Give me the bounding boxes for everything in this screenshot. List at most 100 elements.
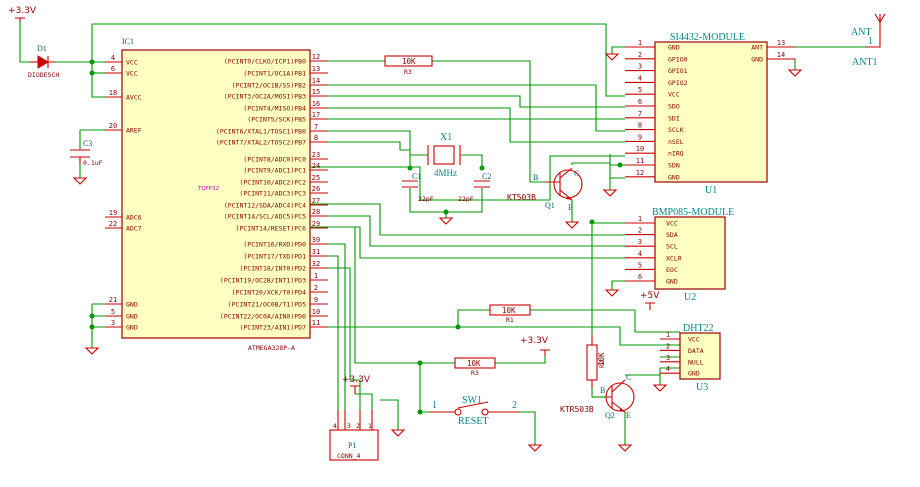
power-3v3-conn: +3.3V — [342, 375, 371, 394]
ic1-left-pins: 4VCC6VCC18AVCC20AREF19ADC622ADC721GND5GN… — [105, 54, 142, 332]
value-label: 10K — [402, 57, 416, 66]
pin-2: 2(PCINT20/XCK/T0)PD4 — [232, 284, 328, 297]
transistor-q2: B C E KTR503B Q2 — [560, 373, 635, 420]
pin-name: (PCINT23/AIN1)PD7 — [239, 324, 306, 332]
power-label: +3.3V — [8, 6, 37, 16]
ref-label: P1 — [348, 441, 356, 450]
value-label: 22pF — [418, 195, 434, 203]
pin-name: (PCINT16/RXD)PD0 — [243, 241, 306, 249]
pin-32: 32(PCINT18/INT0)PD2 — [239, 260, 328, 273]
pin-name: GND — [666, 278, 678, 286]
pin-number: 31 — [312, 248, 320, 256]
module-title: DHT22 — [683, 323, 714, 334]
pin-number: 2 — [666, 342, 670, 350]
pin-name: (PCINT7/XTAL2/TOSC2)PB7 — [216, 139, 306, 147]
pin-name: GND — [751, 56, 763, 64]
pin-number: 23 — [312, 151, 320, 159]
ref-label: R2 — [598, 360, 606, 368]
pin-13: 13(PCINT1/OC1A)PB1 — [243, 65, 328, 78]
value-label: 22pF — [458, 195, 474, 203]
pin-1: 1 — [368, 422, 372, 430]
pin-name: SDA — [666, 231, 678, 239]
pin-name: (PCINT19/OC2B/INT1)PD3 — [220, 277, 306, 285]
pin-number: 22 — [109, 220, 117, 228]
pin-number: 12 — [312, 53, 320, 61]
pin-name: VCC — [666, 220, 678, 228]
pin-27: 27(PCINT12/SDA/ADC4)PC4 — [224, 197, 328, 210]
u1-left-pins: 1GND2GPIO03GPIO14GPIO25VCC6SDO7SDI8SCLK9… — [625, 39, 688, 181]
antenna: ANT 1 ANT1 — [851, 13, 886, 68]
pin-name: DATA — [688, 347, 704, 355]
pin-number: 5 — [638, 86, 642, 94]
ref-label: X1 — [440, 132, 452, 143]
pin-number: 2 — [314, 284, 318, 292]
pin-3: 3 — [347, 422, 351, 430]
pin-e: E — [568, 203, 573, 212]
pin-number: 6 — [638, 273, 642, 281]
value-label: 10K — [467, 359, 481, 368]
pin-number: 29 — [312, 220, 320, 228]
value-label: ATMEGA328P-A — [248, 344, 295, 352]
pin-number: 2 — [638, 51, 642, 59]
ref-label: U3 — [696, 382, 708, 393]
pin-number: 6 — [111, 65, 115, 73]
pin-11: 11(PCINT23/AIN1)PD7 — [239, 319, 328, 332]
pin-number: 2 — [638, 227, 642, 235]
pin-number: 4 — [666, 365, 670, 373]
pin-name: (PCINT4/MISO)PB4 — [243, 105, 306, 113]
pin-name: (PCINT3/OC2A/MOSI)PB3 — [224, 93, 306, 101]
pin-number: 24 — [312, 162, 320, 170]
pin-number: 25 — [312, 174, 320, 182]
crystal-x1: X1 4MHz — [427, 132, 461, 178]
pin-number: 3 — [638, 238, 642, 246]
ref-label: C3 — [83, 139, 92, 148]
connector-p1: 4 3 2 1 P1 CONN_4 — [329, 410, 379, 461]
pin-name: (PCINT5/SCK)PB5 — [247, 116, 306, 124]
pin-e: E — [626, 411, 631, 420]
pin-number: 3 — [666, 354, 670, 362]
pin-2: 2 — [356, 422, 360, 430]
pin-name: (PCINT14/RESET)PC6 — [236, 225, 307, 233]
pin-name: ANT — [751, 44, 763, 52]
pin-name: (PCINT0/CLKO/ICP1)PB0 — [224, 58, 306, 66]
pin-name: XCLR — [666, 254, 682, 262]
pin-number: 26 — [312, 185, 320, 193]
pin-name: GND — [688, 370, 700, 378]
pin-name: (PCINT1/OC1A)PB1 — [243, 70, 306, 78]
pin-number: 8 — [314, 134, 318, 142]
pin-name: (PCINT21/OC0B/T1)PD5 — [228, 301, 306, 309]
pin-name: (PCINT17/TXD)PD1 — [243, 253, 306, 261]
pin-number: 14 — [312, 77, 320, 85]
pin-number: 8 — [638, 122, 642, 130]
pin-b: B — [600, 386, 605, 395]
ant-label: ANT — [851, 27, 872, 38]
pin2-label: 2 — [512, 400, 517, 411]
pin-number: 17 — [312, 111, 320, 119]
value-label: 10K — [502, 306, 516, 315]
pin-name: AREF — [126, 127, 142, 135]
ref-label: U1 — [705, 185, 717, 196]
pin-name: VCC — [126, 70, 138, 78]
ref-label: U2 — [684, 292, 696, 303]
ref-label: Q1 — [545, 201, 555, 210]
value-label: 10K — [597, 352, 606, 366]
pin-name: GPIO2 — [668, 79, 688, 87]
pin-29: 29 (PCINT14/RESET)PC6 — [236, 220, 328, 233]
pin-name: VCC — [668, 91, 680, 99]
pin-24: 24(PCINT9/ADC1)PC1 — [243, 162, 328, 175]
pin-name: GND — [668, 44, 680, 52]
